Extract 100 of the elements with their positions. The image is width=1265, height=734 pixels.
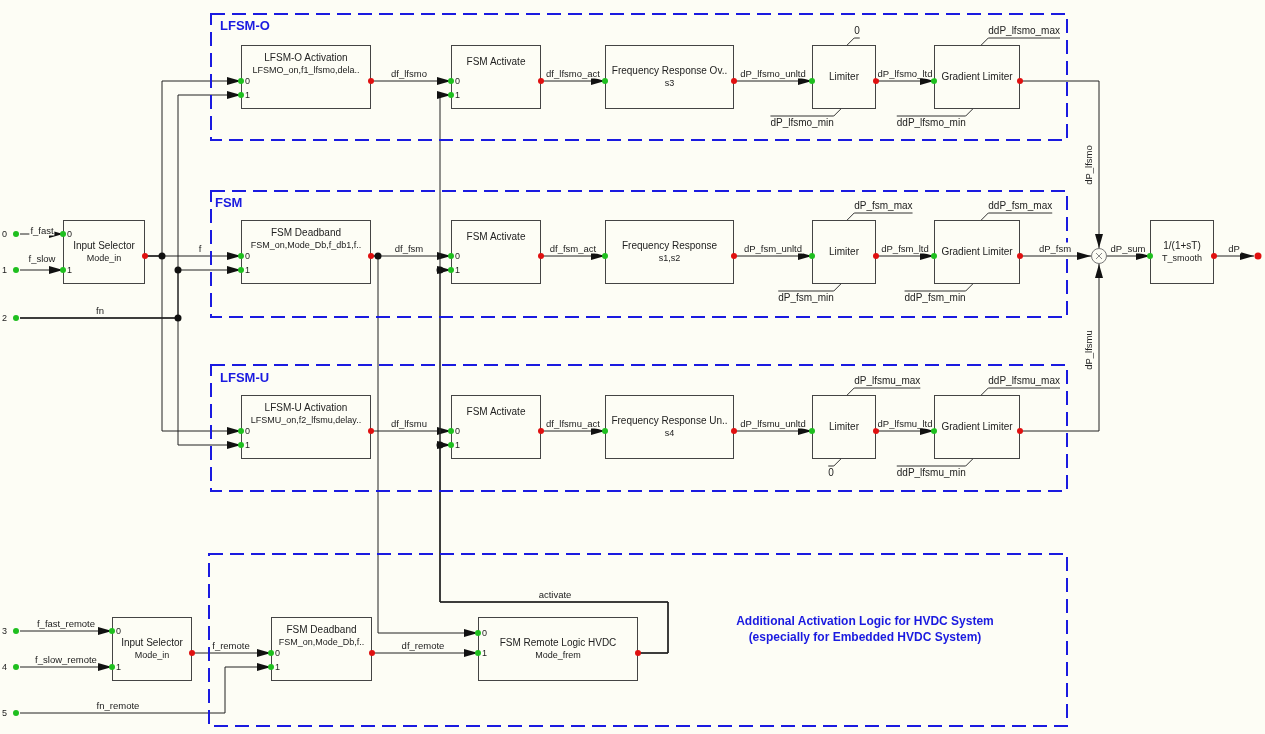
port-number: 0 xyxy=(245,425,250,437)
signal-label: dP_lfsmo xyxy=(1082,144,1094,186)
annotation-text: Additional Activation Logic for HVDC System (especially for Embedded HVDC System) xyxy=(735,613,995,645)
function-block xyxy=(241,220,371,284)
port-number: 1 xyxy=(245,439,250,451)
block-name: Limiter xyxy=(829,246,859,258)
signal-label: f_slow xyxy=(27,252,57,264)
parameter-label: ddP_fsm_min xyxy=(904,292,966,304)
signal-label: dP_lfsmu xyxy=(1082,329,1094,371)
block-name: Frequency Response Ov.. xyxy=(611,65,728,77)
signal-label: f_fast_remote xyxy=(35,617,97,629)
parameter-label: dP_lfsmo_min xyxy=(770,117,834,129)
parameter-label: ddP_fsm_max xyxy=(988,200,1053,212)
terminal-number: 0 xyxy=(2,228,7,240)
block-name: FSM Deadband xyxy=(286,624,357,636)
signal-label: dP xyxy=(1227,242,1241,254)
port-number: 1 xyxy=(455,439,460,451)
signal-label: activate xyxy=(537,588,573,600)
parameter-label: dP_fsm_min xyxy=(778,292,834,304)
signal-label: df_lfsmu_act xyxy=(545,417,601,429)
input-terminal xyxy=(2,264,20,276)
parameter-label: ddP_lfsmo_max xyxy=(988,25,1060,37)
dashed-group-frame xyxy=(210,364,1068,492)
group-title: LFSM-O xyxy=(220,18,270,33)
parameter-label: dP_fsm_max xyxy=(854,200,913,212)
block-parameters: s4 xyxy=(664,427,675,439)
port-number: 1 xyxy=(482,647,487,659)
signal-label: dP_lfsmo_unltd xyxy=(739,67,807,79)
signal-label: df_lfsmu xyxy=(390,417,428,429)
input-terminal xyxy=(2,707,20,719)
port-number: 1 xyxy=(245,264,250,276)
signal-arrow xyxy=(437,441,669,654)
block-name: Gradient Limiter xyxy=(941,246,1013,258)
block-name: FSM Deadband xyxy=(270,227,341,239)
dashed-group-frame xyxy=(208,553,1068,727)
block-parameters: Mode_in xyxy=(134,649,170,661)
block-parameters: Mode_in xyxy=(86,252,122,264)
terminal-number: 1 xyxy=(2,264,7,276)
block-parameters: LFSMU_on,f2_lfsmu,delay.. xyxy=(250,414,362,426)
block-name: FSM Activate xyxy=(466,56,526,68)
port-number: 1 xyxy=(455,89,460,101)
block-parameters: Mode_frem xyxy=(535,649,581,661)
function-block xyxy=(934,395,1020,459)
parameter-label: ddP_lfsmu_max xyxy=(988,375,1060,387)
block-name: Input Selector xyxy=(73,240,135,252)
function-block xyxy=(605,395,734,459)
block-parameters: FSM_on,Mode_Db,f.. xyxy=(278,636,365,648)
group-title: LFSM-U xyxy=(220,370,270,385)
signal-label: df_lfsmo_act xyxy=(545,67,601,79)
signal-label: f_remote xyxy=(211,639,251,651)
signal-label: df_lfsmo xyxy=(390,67,428,79)
signal-label: df_remote xyxy=(400,639,446,651)
signal-label: f xyxy=(197,242,203,254)
signal-label: df_fsm_act xyxy=(548,242,598,254)
function-block xyxy=(241,395,371,459)
port-number: 0 xyxy=(455,250,460,262)
parameter-label: ddP_lfsmo_min xyxy=(896,117,966,129)
input-terminal xyxy=(2,312,20,324)
signal-label: f_fast xyxy=(29,224,55,236)
port-number: 1 xyxy=(455,264,460,276)
port-number: 0 xyxy=(455,75,460,87)
function-block xyxy=(1150,220,1214,284)
summing-junction xyxy=(1091,248,1107,264)
port-number: 0 xyxy=(67,228,72,240)
block-name: Frequency Response Un.. xyxy=(611,415,728,427)
function-block xyxy=(812,395,876,459)
parameter-label: dP_lfsmu_max xyxy=(854,375,921,387)
terminal-number: 5 xyxy=(2,707,7,719)
function-block xyxy=(451,220,541,284)
block-name: Gradient Limiter xyxy=(941,421,1013,433)
block-name: Frequency Response xyxy=(621,240,718,252)
block-name: LFSM-O Activation xyxy=(264,52,348,64)
block-name: Input Selector xyxy=(121,637,183,649)
function-block xyxy=(934,45,1020,109)
block-name: FSM Activate xyxy=(466,406,526,418)
block-name: 1/(1+sT) xyxy=(1163,240,1201,252)
group-title: FSM xyxy=(215,195,243,210)
function-block xyxy=(63,220,145,284)
function-block xyxy=(451,395,541,459)
block-name: Limiter xyxy=(829,71,859,83)
port-number: 0 xyxy=(245,75,250,87)
function-block xyxy=(478,617,638,681)
port-number: 0 xyxy=(245,250,250,262)
function-block xyxy=(605,45,734,109)
parameter-label: 0 xyxy=(828,467,834,479)
terminal-number: 3 xyxy=(2,625,7,637)
signal-label: dP_lfsmu_ltd xyxy=(876,417,934,429)
block-parameters: LFSMO_on,f1_lfsmo,dela.. xyxy=(252,64,360,76)
signal-label: df_fsm xyxy=(393,242,425,254)
parameter-label: ddP_lfsmu_min xyxy=(896,467,966,479)
block-name: Gradient Limiter xyxy=(941,71,1013,83)
input-terminal xyxy=(2,625,20,637)
signal-label: fn xyxy=(95,304,105,316)
function-block xyxy=(241,45,371,109)
signal-label: dP_sum xyxy=(1109,242,1147,254)
port-number: 0 xyxy=(275,647,280,659)
signal-label: dP_lfsmu_unltd xyxy=(739,417,807,429)
output-terminal xyxy=(1254,252,1262,260)
signal-label: f_slow_remote xyxy=(34,653,98,665)
function-block xyxy=(812,45,876,109)
